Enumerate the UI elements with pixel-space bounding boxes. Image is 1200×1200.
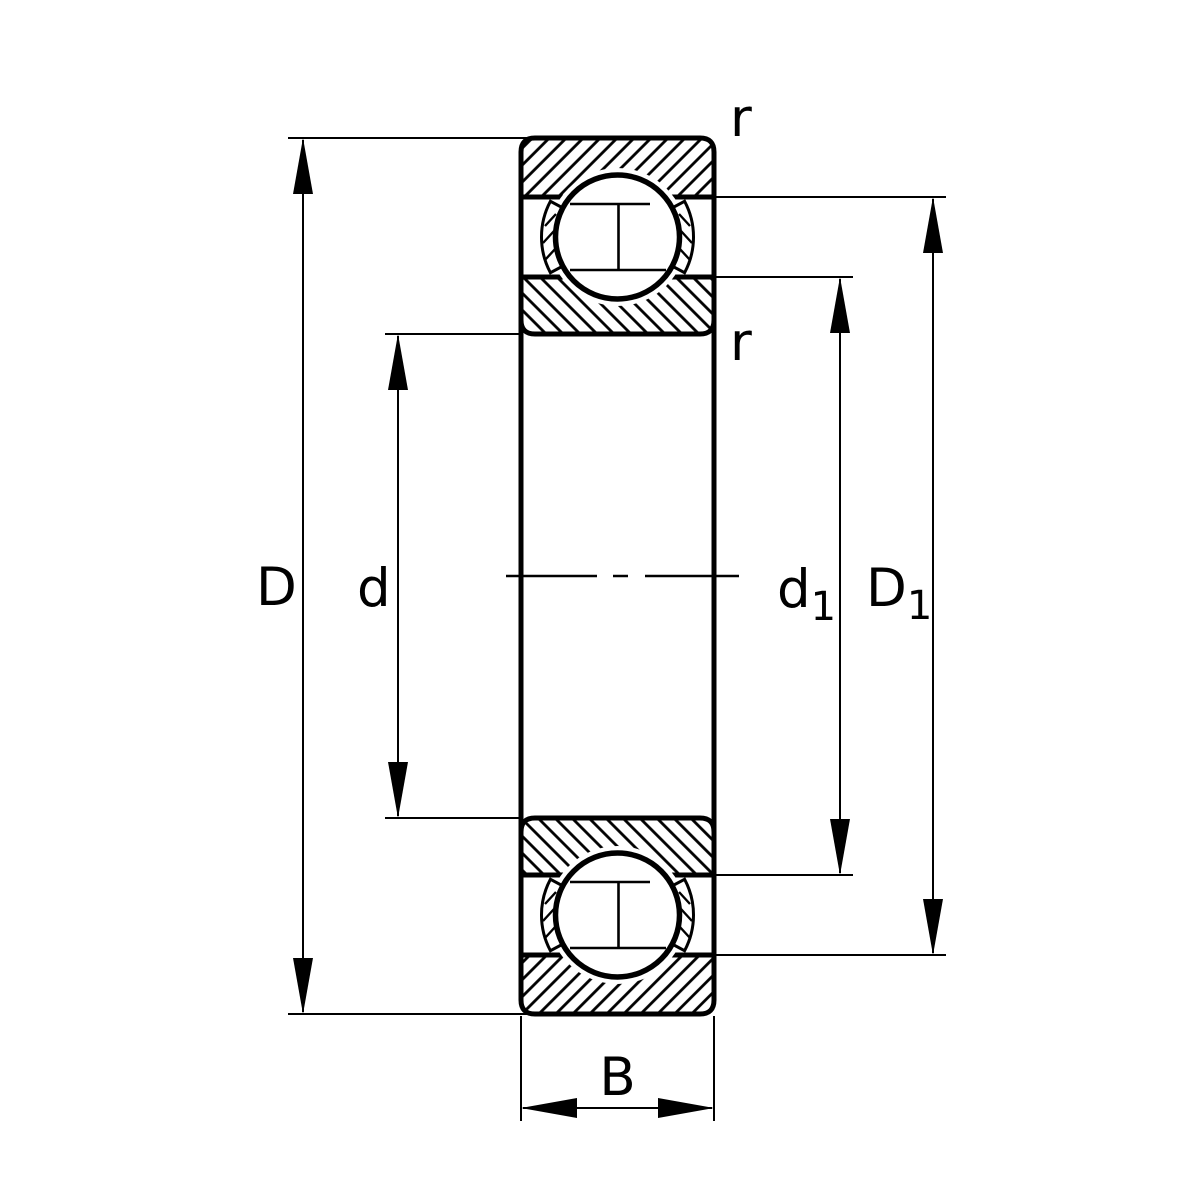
bearing-cross-section xyxy=(506,135,739,1017)
outer-ring-top-section xyxy=(518,135,717,200)
dimension-labels: D d d1 D1 B r r xyxy=(256,88,932,1108)
label-chamfer-r-top: r xyxy=(730,88,752,149)
label-outer-diameter-D: D xyxy=(256,557,297,618)
dimension-d1 xyxy=(716,276,853,876)
outer-ring-bottom-section xyxy=(518,952,717,1017)
dimension-d xyxy=(385,333,522,819)
label-width-B: B xyxy=(599,1047,635,1108)
label-shoulder-d1: d1 xyxy=(777,559,836,630)
label-chamfer-r-inner: r xyxy=(730,312,752,373)
dimension-annotations xyxy=(288,137,946,1121)
dimension-B xyxy=(520,1016,715,1121)
label-shoulder-D1: D1 xyxy=(866,558,932,629)
dimension-D1 xyxy=(716,196,946,956)
inner-ring-bottom-section xyxy=(518,815,717,878)
ball-cage-marks xyxy=(570,202,666,950)
dimension-D xyxy=(288,137,545,1015)
ring-sections xyxy=(518,135,717,1017)
inner-ring-top-section xyxy=(518,274,717,337)
label-bore-diameter-d: d xyxy=(357,558,391,619)
